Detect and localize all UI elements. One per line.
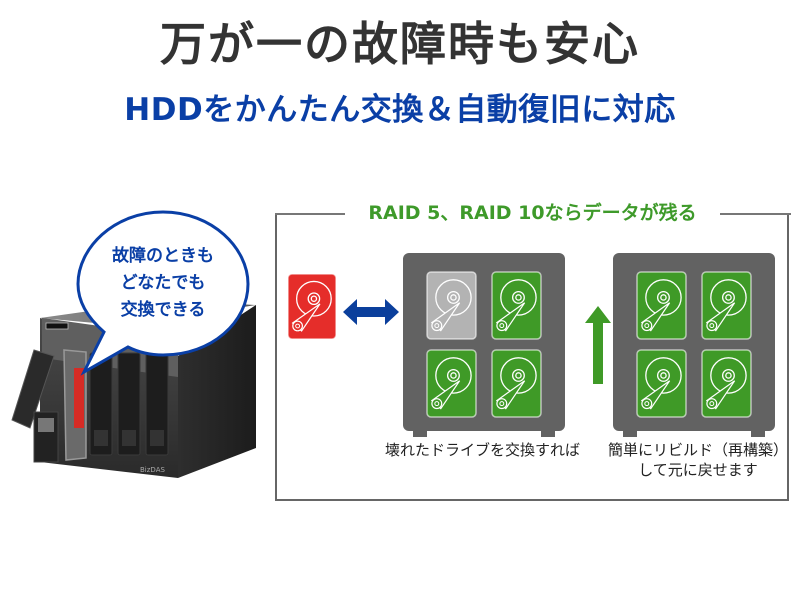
model-label: BizDAS bbox=[140, 466, 165, 474]
healthy-hdd-icon bbox=[636, 349, 687, 418]
speech-bubble-text: 故障のときも どなたでも 交換できる bbox=[88, 243, 238, 324]
page-title: 万が一の故障時も安心 bbox=[160, 17, 640, 71]
speech-bubble bbox=[76, 210, 250, 376]
healthy-hdd-icon bbox=[701, 271, 752, 340]
healthy-hdd-icon bbox=[426, 349, 477, 418]
open-tray-lever[interactable] bbox=[11, 349, 59, 463]
healthy-hdd-icon bbox=[701, 349, 752, 418]
step1-caption: 壊れたドライブを交換すれば bbox=[384, 441, 580, 459]
brand-plate bbox=[45, 322, 69, 330]
double-arrow-icon bbox=[343, 299, 399, 325]
up-arrow-icon bbox=[585, 306, 611, 384]
healthy-hdd-icon bbox=[636, 271, 687, 340]
failed-hdd-icon bbox=[287, 273, 337, 340]
red-hdd bbox=[74, 368, 84, 428]
page-subtitle: HDDをかんたん交換＆自動復旧に対応 bbox=[124, 92, 676, 128]
step2-caption-line: して元に戻せます bbox=[638, 461, 758, 479]
healthy-hdd-icon bbox=[491, 271, 542, 340]
drive-tray[interactable] bbox=[117, 352, 141, 456]
raid-panel-top-border-left bbox=[275, 213, 345, 215]
open-drive-bay[interactable] bbox=[63, 349, 87, 461]
step2-caption-line: 簡単にリビルド（再構築） bbox=[607, 441, 788, 459]
bubble-line: どなたでも bbox=[120, 273, 206, 293]
bubble-line: 故障のときも bbox=[112, 246, 214, 266]
step2-caption: 簡単にリビルド（再構築） して元に戻せます bbox=[598, 440, 798, 480]
raid-panel bbox=[275, 213, 789, 501]
raid-panel-top-border-right bbox=[720, 213, 791, 215]
bubble-line: 交換できる bbox=[120, 300, 206, 320]
drive-tray[interactable] bbox=[145, 352, 169, 456]
failed-bay-hdd-icon bbox=[426, 271, 477, 340]
raid-panel-title: RAID 5、RAID 10ならデータが残る bbox=[368, 202, 697, 224]
healthy-hdd-icon bbox=[491, 349, 542, 418]
